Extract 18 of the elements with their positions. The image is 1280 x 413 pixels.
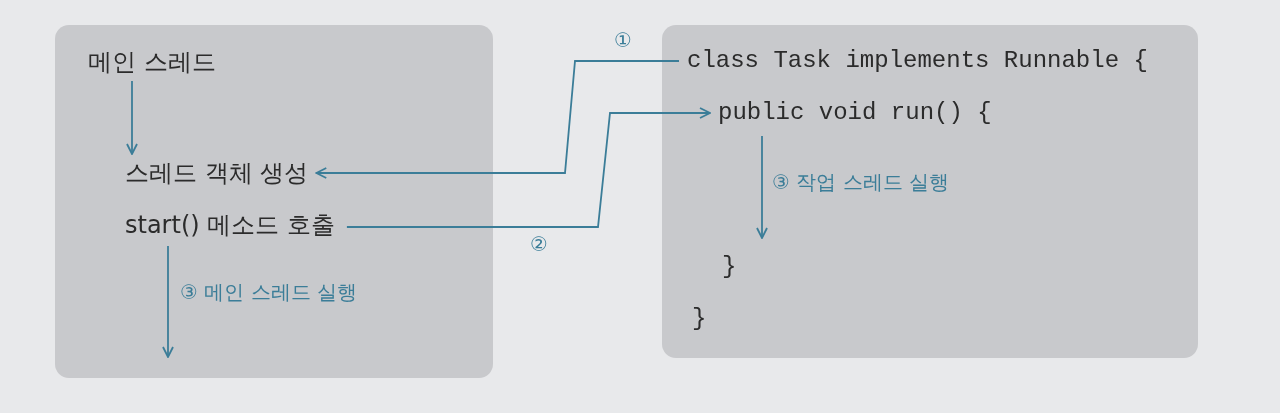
arrow [162, 245, 174, 358]
code-line: class Task implements Runnable { [687, 46, 1148, 76]
step-label: start() 메소드 호출 [125, 210, 335, 240]
panel-background [55, 25, 493, 378]
edge-label: ① [614, 28, 632, 52]
arrow [315, 60, 680, 179]
arrow [346, 107, 711, 228]
arrow [126, 80, 138, 155]
code-line: } [722, 252, 737, 282]
panel-background [662, 25, 1198, 358]
edge-label: ② [530, 232, 548, 256]
edge-label: ③ 작업 스레드 실행 [772, 170, 949, 194]
code-line: } [692, 304, 707, 334]
step-label: 스레드 객체 생성 [125, 158, 309, 188]
arrow [756, 135, 768, 239]
step-label: 메인 스레드 [88, 47, 216, 77]
code-line: public void run() { [718, 98, 992, 128]
edge-label: ③ 메인 스레드 실행 [180, 280, 357, 304]
